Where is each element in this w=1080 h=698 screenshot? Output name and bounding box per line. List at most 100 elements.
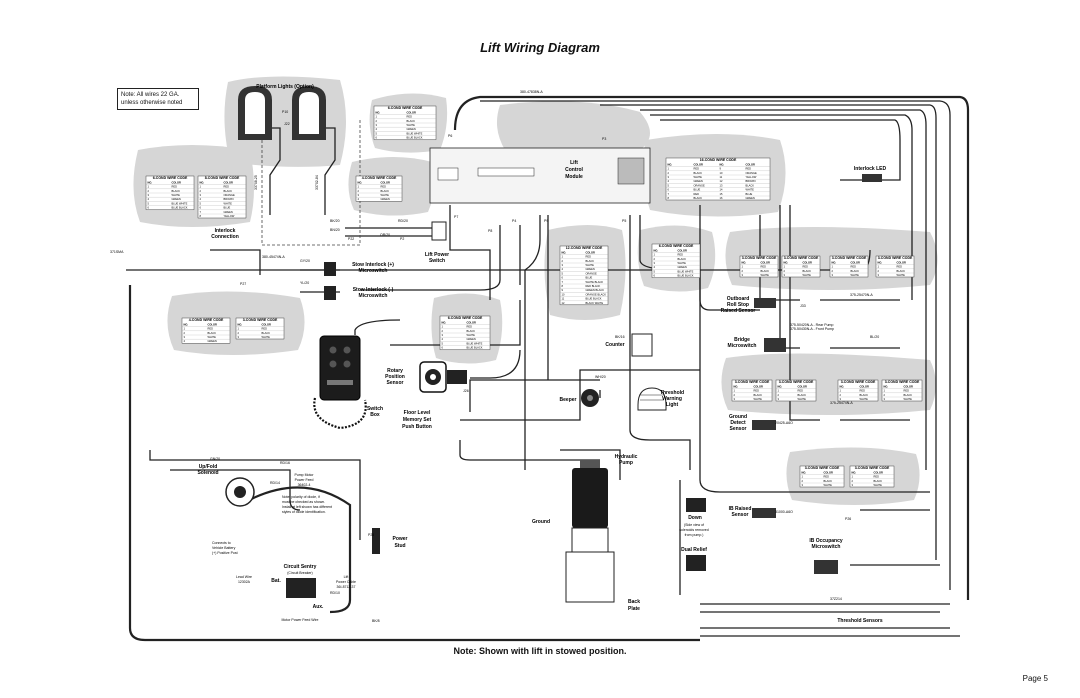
wire-code-cell: 3	[668, 175, 670, 179]
wire-code-cell: BLUE	[694, 188, 701, 192]
wire-code-cell: RED	[208, 327, 214, 331]
wire-code-cell: RED	[224, 185, 230, 189]
switch-box-label-2: Box	[370, 412, 380, 418]
lift-power-switch-label-1: Lift Power	[425, 252, 449, 258]
wire-tag-p8: P8	[488, 229, 492, 233]
wire-code-cell: BLACK	[208, 331, 217, 335]
wire-code-cell: GREEN	[208, 339, 217, 343]
wire-code-header-cell: NO.	[802, 470, 807, 474]
stow-minus-label-1: Stow Interlock (-)	[353, 287, 394, 293]
wire-code-cell: 2	[358, 189, 360, 193]
wire-code-cell: WHITE	[381, 193, 390, 197]
lift-cable-label-1: Lift	[344, 575, 349, 579]
wire-tag-light-right: 33702-84	[315, 175, 319, 190]
wire-code-header-cell: NO.	[562, 250, 567, 254]
wire-color-31000: 31000-A6O	[775, 510, 793, 514]
wire-code-header-cell: COLOR	[586, 250, 595, 254]
outboard-label-2: Roll Stop	[727, 302, 749, 308]
wire-code-cell: 3	[802, 483, 804, 487]
wire-code-cell: 14	[720, 188, 723, 192]
wire-code-cell: 7	[562, 280, 564, 284]
wire-code-cell: RED	[586, 255, 592, 259]
wire-code-cell: 1	[884, 389, 886, 393]
wire-color-or20: OR/20	[380, 233, 390, 237]
rotary-label-3: Sensor	[387, 380, 404, 386]
wire-code-cell: 3	[784, 273, 786, 277]
wire-code-cell: 3	[148, 193, 150, 197]
up-fold-label-1: Up/Fold	[199, 464, 218, 470]
wire-code-cell: 3	[832, 273, 834, 277]
wire-code-cell: ORANGE	[586, 271, 598, 275]
wire-code-cell: 1	[784, 265, 786, 269]
wire-code-cell: BLACK	[694, 171, 703, 175]
wire-code-cell: 2	[840, 393, 842, 397]
power-stud-shape	[372, 528, 380, 554]
wire-code-cell: BLUE	[586, 276, 593, 280]
wire-code-table-title: 6-COND WIRE CODE	[659, 244, 694, 248]
wire-code-cell: BLACK	[262, 331, 271, 335]
wire-code-table-title: 12-COND WIRE CODE	[566, 246, 603, 250]
wire-code-cell: WHITE	[761, 273, 770, 277]
polarity-note-2: must be checked as shown.	[282, 500, 325, 504]
outboard-label-3: Raised Sensor	[721, 308, 756, 314]
wire-code-cell: 2	[376, 119, 378, 123]
wire-code-cell: RED	[851, 265, 857, 269]
wire-code-cell: 2	[778, 393, 780, 397]
ground-detect-label-1: Ground	[729, 414, 747, 420]
wire-code-cell: 6	[148, 206, 150, 210]
wire-tag-p4: P4	[512, 219, 516, 223]
wire-code-cell: 11	[720, 175, 723, 179]
wire-code-cell: 1	[852, 475, 854, 479]
wire-code-header-cell: COLOR	[851, 260, 860, 264]
wire-code-header-cell: COLOR	[824, 470, 833, 474]
rotary-label-2: Position	[385, 374, 405, 380]
interlock-connection-label-1: Interlock	[215, 228, 236, 234]
wire-code-cell: 3	[734, 397, 736, 401]
dual-relief-shape	[686, 555, 706, 571]
wire-code-cell: RED	[897, 265, 903, 269]
wire-code-cell: BLUE BLACK	[678, 274, 694, 278]
wire-tag-p10: P10	[282, 110, 288, 114]
wire-code-cell: BLUE WHITE	[407, 131, 423, 135]
down-solenoid-shape	[686, 498, 706, 512]
battery-note-2: Vehicle Battery	[212, 546, 236, 550]
wire-code-cell: 12	[562, 301, 565, 305]
wire-code-cell: 3	[878, 273, 880, 277]
motor-feed-label: Motor Power Feed Wire	[282, 618, 319, 622]
wire-code-cell: 1	[778, 389, 780, 393]
threshold-light-shape	[637, 387, 667, 411]
wire-code-cell: BLACK	[224, 189, 233, 193]
wire-code-cell: RED	[803, 265, 809, 269]
wire-code-cell: WHITE	[678, 261, 687, 265]
wire-code-cell: 5	[148, 201, 150, 205]
wire-code-cell: 4	[200, 197, 202, 201]
wire-code-cell: 3	[376, 123, 378, 127]
wire-code-cell: 2	[832, 269, 834, 273]
wire-code-cell: WHITE	[407, 123, 416, 127]
outboard-label-1: Outboard	[727, 296, 750, 302]
wire-code-table-title: 6-COND WIRE CODE	[448, 316, 483, 320]
wire-code-cell: 4	[184, 339, 186, 343]
wire-color-375-25470: 375-25470N-A	[850, 293, 873, 297]
wire-tag-interlock: 380-45474N-A	[262, 255, 285, 259]
wire-code-cell: WHITE	[208, 335, 217, 339]
wire-code-header-cell: COLOR	[754, 384, 763, 388]
wire-code-cell: 4	[668, 179, 670, 183]
power-stud-label-1: Power	[392, 536, 407, 542]
wire-code-table-title: 3-COND WIRE CODE	[805, 466, 840, 470]
module-connector-2	[477, 167, 535, 177]
platform-lights-label: Platform Lights (Option)	[256, 84, 314, 90]
floor-level-label-2: Memory Set	[403, 417, 432, 423]
wire-code-table-title: 4-COND WIRE CODE	[189, 318, 224, 322]
wire-tag-j22: J22	[284, 122, 290, 126]
wire-code-cell: RED	[381, 185, 387, 189]
wire-code-cell: 2	[200, 189, 202, 193]
wire-code-cell: 8	[562, 284, 564, 288]
counter-label: Counter	[605, 342, 624, 348]
bridge-label-2: Microswitch	[728, 343, 757, 349]
up-fold-label-2: Solenoid	[197, 470, 218, 476]
wire-code-cell: RED	[798, 389, 804, 393]
wire-code-cell: 1	[832, 265, 834, 269]
ib-raised-label-2: Sensor	[732, 512, 749, 518]
